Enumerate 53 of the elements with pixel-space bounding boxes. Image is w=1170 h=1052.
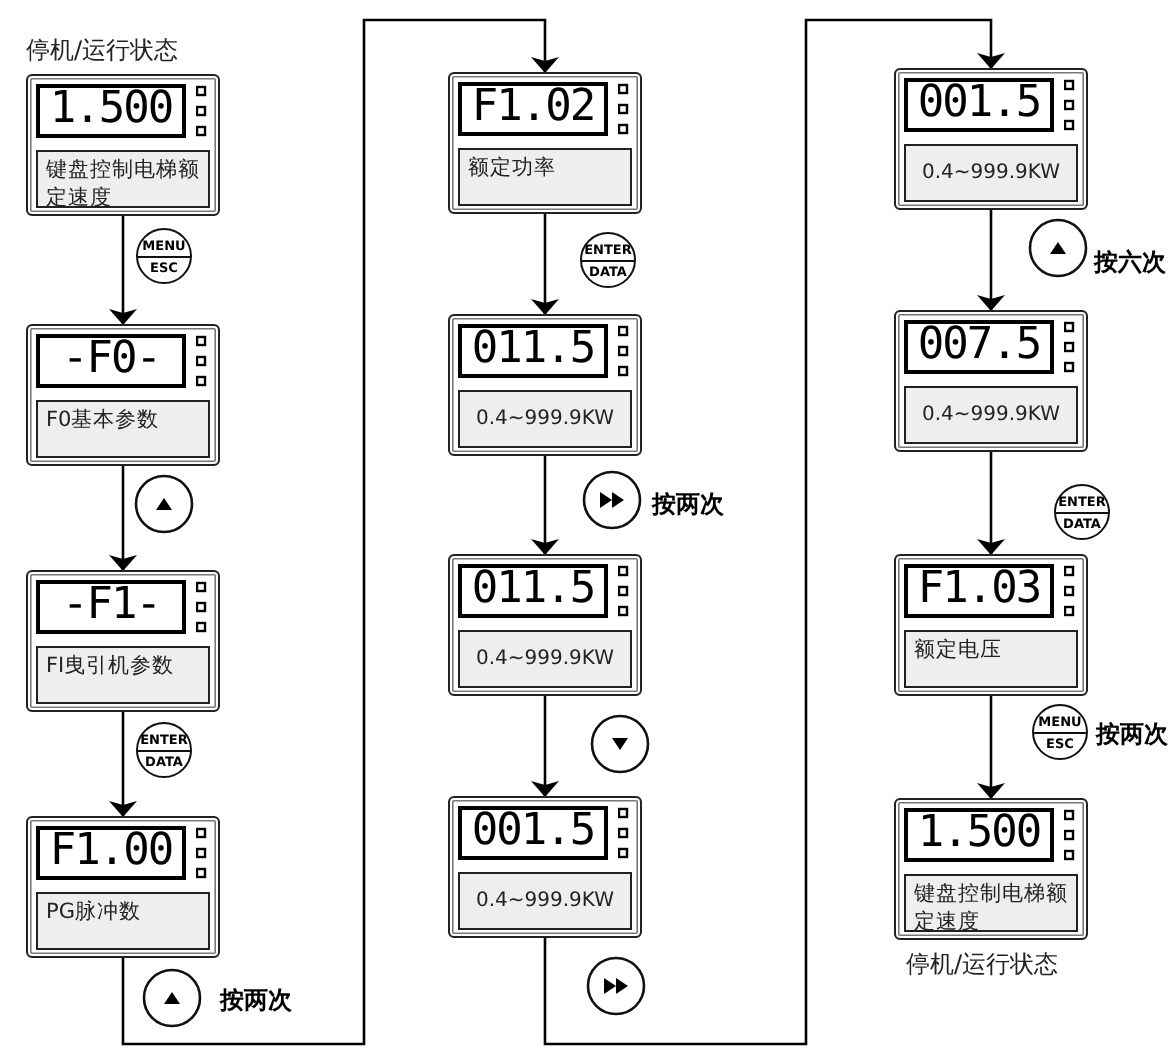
- display-panel: [448, 796, 642, 938]
- edge-label: 按两次: [1096, 718, 1168, 752]
- status-caption: 停机/运行状态: [906, 948, 1059, 982]
- display-panel: [894, 554, 1088, 696]
- parameter-description: 键盘控制电梯额定速度: [36, 150, 210, 208]
- display-panel: [894, 68, 1088, 210]
- arrow: [531, 214, 559, 315]
- parameter-description: 键盘控制电梯额定速度: [904, 874, 1078, 932]
- display-readout: 001.5: [458, 806, 608, 860]
- arrow: [109, 216, 137, 325]
- display-panel: [448, 314, 642, 456]
- parameter-description: FI曳引机参数: [36, 646, 210, 704]
- parameter-description: 额定电压: [904, 630, 1078, 688]
- display-panel: [26, 570, 220, 712]
- edge-label: 按两次: [220, 984, 292, 1018]
- arrow: [977, 210, 1005, 311]
- arrow: [531, 456, 559, 555]
- arrow: [543, 18, 1005, 1046]
- display-readout: F1.00: [36, 826, 186, 880]
- display-readout: F1.03: [904, 564, 1054, 618]
- display-panel: [894, 310, 1088, 452]
- status-caption: 停机/运行状态: [26, 34, 179, 68]
- arrow: [109, 712, 137, 817]
- parameter-description: PG脉冲数: [36, 892, 210, 950]
- parameter-description: 0.4~999.9KW: [458, 872, 632, 930]
- display-readout: -F1-: [36, 580, 186, 634]
- display-readout: 007.5: [904, 320, 1054, 374]
- edge-label: 按六次: [1094, 246, 1166, 280]
- display-readout: 1.500: [36, 84, 186, 138]
- arrow: [977, 696, 1005, 799]
- display-panel: [26, 74, 220, 216]
- parameter-description: 0.4~999.9KW: [458, 390, 632, 448]
- display-panel: [448, 554, 642, 696]
- arrow: [977, 452, 1005, 555]
- display-panel: [26, 324, 220, 466]
- display-readout: 001.5: [904, 78, 1054, 132]
- display-panel: [894, 798, 1088, 940]
- arrow: [109, 466, 137, 571]
- parameter-description: 额定功率: [458, 148, 632, 206]
- parameter-description: 0.4~999.9KW: [904, 386, 1078, 444]
- parameter-description: F0基本参数: [36, 400, 210, 458]
- display-readout: 011.5: [458, 564, 608, 618]
- display-readout: F1.02: [458, 82, 608, 136]
- parameter-description: 0.4~999.9KW: [904, 144, 1078, 202]
- display-readout: -F0-: [36, 334, 186, 388]
- display-panel: [448, 72, 642, 214]
- display-panel: [26, 816, 220, 958]
- arrow: [121, 18, 559, 1046]
- display-readout: 1.500: [904, 808, 1054, 862]
- display-readout: 011.5: [458, 324, 608, 378]
- parameter-description: 0.4~999.9KW: [458, 630, 632, 688]
- edge-label: 按两次: [652, 488, 724, 522]
- arrow: [531, 696, 559, 797]
